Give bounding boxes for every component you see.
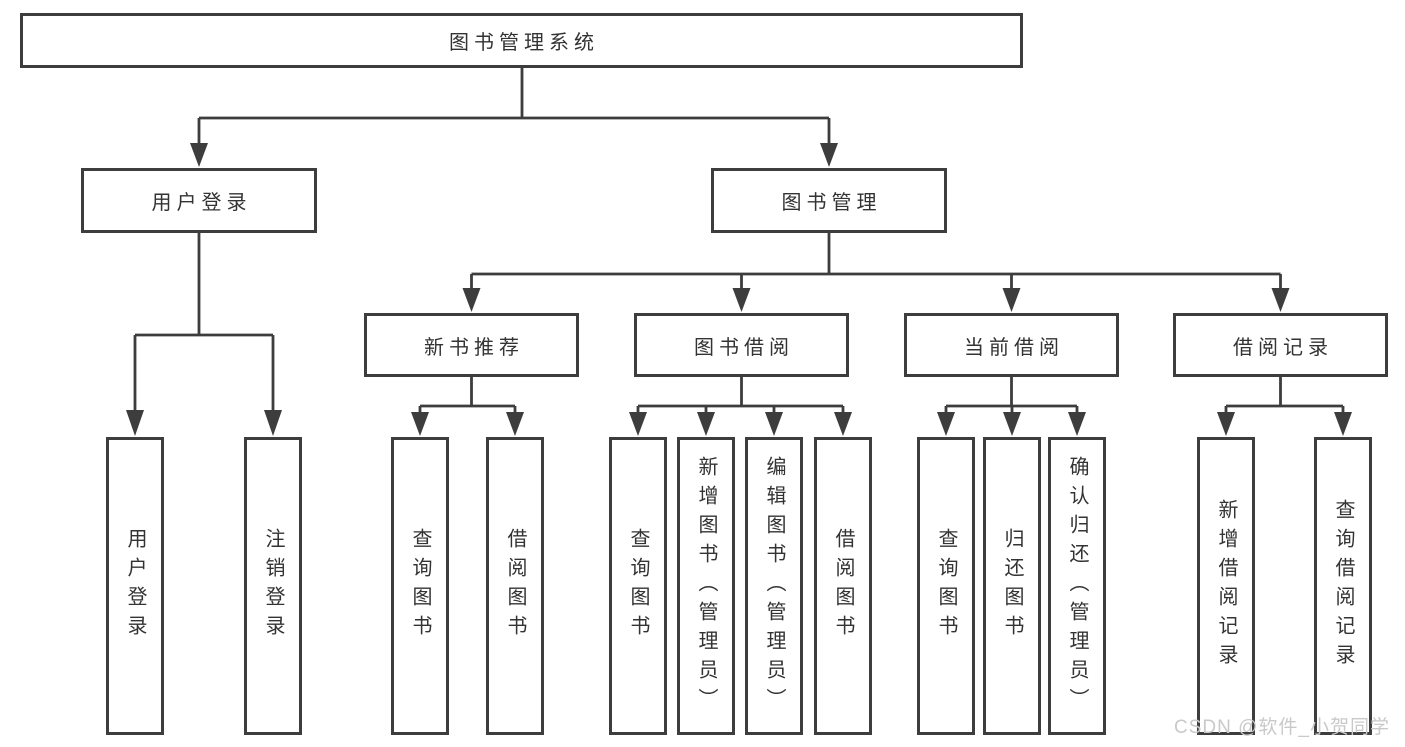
leaf-borrow-books-label: 借阅图书 bbox=[832, 528, 854, 644]
node-book-borrow: 图书借阅 bbox=[634, 313, 849, 377]
leaf-query-books-current-label: 查询图书 bbox=[935, 528, 957, 644]
leaf-borrow-books-recommend: 借阅图书 bbox=[486, 437, 544, 735]
node-user-login: 用户登录 bbox=[81, 168, 317, 233]
leaf-query-borrow-record-label: 查询借阅记录 bbox=[1332, 499, 1354, 673]
leaf-confirm-return-admin: 确认归还（管理员） bbox=[1048, 437, 1106, 735]
node-root-label: 图书管理系统 bbox=[449, 32, 599, 54]
leaf-query-books-borrow-label: 查询图书 bbox=[627, 528, 649, 644]
leaf-add-book-admin: 新增图书（管理员） bbox=[677, 437, 735, 735]
leaf-return-books-label: 归还图书 bbox=[1001, 528, 1023, 644]
connector-user-login-children bbox=[126, 233, 282, 436]
node-book-borrow-label: 图书借阅 bbox=[694, 336, 794, 359]
node-book-management: 图书管理 bbox=[711, 168, 947, 233]
leaf-logout-label: 注销登录 bbox=[262, 528, 284, 644]
leaf-add-borrow-record-label: 新增借阅记录 bbox=[1215, 499, 1237, 673]
node-root: 图书管理系统 bbox=[20, 13, 1023, 68]
node-borrow-records-label: 借阅记录 bbox=[1233, 336, 1333, 359]
leaf-query-borrow-record: 查询借阅记录 bbox=[1314, 437, 1372, 735]
leaf-borrow-books-recommend-label: 借阅图书 bbox=[504, 528, 526, 644]
connector-root-to-level2 bbox=[190, 68, 838, 167]
leaf-borrow-books: 借阅图书 bbox=[814, 437, 872, 735]
leaf-edit-book-admin: 编辑图书（管理员） bbox=[745, 437, 803, 735]
connector-new-book-recommend-children bbox=[411, 377, 524, 436]
watermark: CSDN @软件_小贺同学 bbox=[1174, 717, 1390, 738]
connector-current-borrow-children bbox=[937, 377, 1086, 436]
node-current-borrow: 当前借阅 bbox=[904, 313, 1119, 377]
node-current-borrow-label: 当前借阅 bbox=[964, 336, 1064, 359]
leaf-query-books-recommend: 查询图书 bbox=[391, 437, 449, 735]
node-new-book-recommend-label: 新书推荐 bbox=[424, 336, 524, 359]
node-book-management-label: 图书管理 bbox=[781, 192, 882, 214]
leaf-return-books: 归还图书 bbox=[983, 437, 1041, 735]
connector-borrow-records-children bbox=[1217, 377, 1352, 436]
leaf-user-login: 用户登录 bbox=[106, 437, 164, 735]
leaf-query-books-recommend-label: 查询图书 bbox=[409, 528, 431, 644]
leaf-user-login-label: 用户登录 bbox=[124, 528, 146, 644]
node-new-book-recommend: 新书推荐 bbox=[364, 313, 579, 377]
leaf-query-books-borrow: 查询图书 bbox=[609, 437, 667, 735]
leaf-logout: 注销登录 bbox=[244, 437, 302, 735]
leaf-add-borrow-record: 新增借阅记录 bbox=[1197, 437, 1255, 735]
leaf-edit-book-admin-label: 编辑图书（管理员） bbox=[763, 455, 785, 717]
connector-book-borrow-children bbox=[629, 377, 852, 436]
connector-book-management-children bbox=[462, 233, 1290, 312]
leaf-query-books-current: 查询图书 bbox=[917, 437, 975, 735]
leaf-confirm-return-admin-label: 确认归还（管理员） bbox=[1066, 455, 1088, 717]
node-user-login-label: 用户登录 bbox=[151, 192, 252, 214]
leaf-add-book-admin-label: 新增图书（管理员） bbox=[695, 455, 717, 717]
node-borrow-records: 借阅记录 bbox=[1173, 313, 1388, 377]
